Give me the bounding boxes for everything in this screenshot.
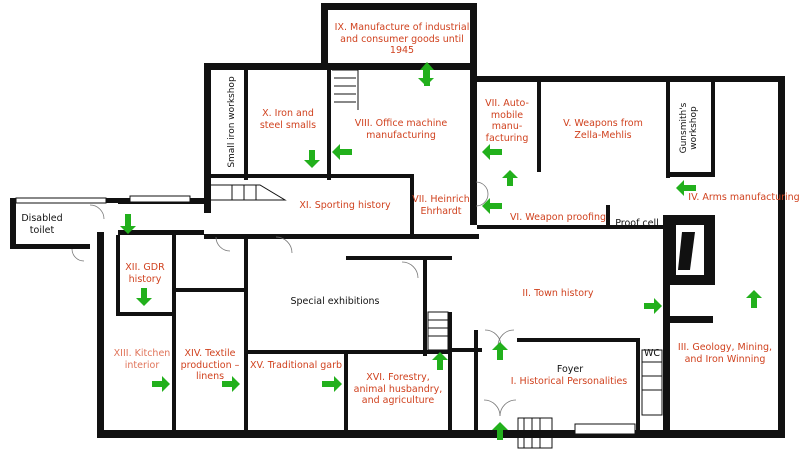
room-xiii-label: XIII. Kitchen interior xyxy=(113,348,171,371)
arrow-icon xyxy=(746,290,762,308)
arrow-icon xyxy=(676,180,696,196)
room-vii-auto-label: VII. Auto- mobile manu- facturing xyxy=(485,98,529,144)
room-v-label: V. Weapons from Zella-Mehlis xyxy=(563,118,643,141)
small-iron-workshop-label: Small iron workshop xyxy=(227,76,237,168)
arrow-icon xyxy=(492,422,508,440)
arrow-icon xyxy=(322,376,342,392)
arrow-icon xyxy=(136,288,152,306)
room-iii-label: III. Geology, Mining, and Iron Winning xyxy=(677,342,773,365)
arrow-icon xyxy=(304,150,320,168)
arrow-icon xyxy=(482,198,502,214)
room-xvi-label: XVI. Forestry, animal husbandry, and agr… xyxy=(353,372,443,406)
room-xv-label: XV. Traditional garb xyxy=(249,360,343,371)
room-ii-label: II. Town history xyxy=(522,288,594,299)
doors xyxy=(71,181,517,417)
arrow-icon xyxy=(420,62,434,86)
arrow-icon xyxy=(432,352,448,370)
room-i-label: I. Historical Personalities xyxy=(510,376,628,387)
arrow-icon xyxy=(120,214,136,234)
stairs xyxy=(15,69,663,449)
room-vii-ehrhardt-label: VII. Heinrich Ehrhardt xyxy=(412,194,470,217)
proof-cell-label: Proof cell xyxy=(615,218,659,229)
disabled-toilet-label: Disabled toilet xyxy=(21,213,63,236)
room-xii-label: XII. GDR history xyxy=(125,262,165,285)
arrow-icon xyxy=(152,376,170,392)
room-ix-label: IX. Manufacture of industrial and consum… xyxy=(334,22,470,56)
foyer-label: Foyer xyxy=(556,364,584,375)
gunsmith-workshop-label: Gunsmith's workshop xyxy=(679,102,699,154)
arrow-icon xyxy=(482,144,502,160)
room-vi-label: VI. Weapon proofing xyxy=(509,212,607,223)
arrow-icon xyxy=(222,376,240,392)
arrow-icon xyxy=(502,170,518,186)
room-x-label: X. Iron and steel smalls xyxy=(259,108,317,131)
room-iv-label: IV. Arms manufacturing xyxy=(688,192,800,203)
arrow-icon xyxy=(492,342,508,360)
wc-label: WC xyxy=(643,348,661,359)
direction-arrows xyxy=(120,62,762,440)
arrow-icon xyxy=(644,298,662,314)
room-xiv-label: XIV. Textile production – linens xyxy=(180,348,240,382)
room-viii-label: VIII. Office machine manufacturing xyxy=(354,118,448,141)
room-xi-label: XI. Sporting history xyxy=(299,200,391,211)
walls xyxy=(10,3,785,438)
special-exhibitions-label: Special exhibitions xyxy=(290,296,380,307)
arrow-icon xyxy=(332,144,352,160)
